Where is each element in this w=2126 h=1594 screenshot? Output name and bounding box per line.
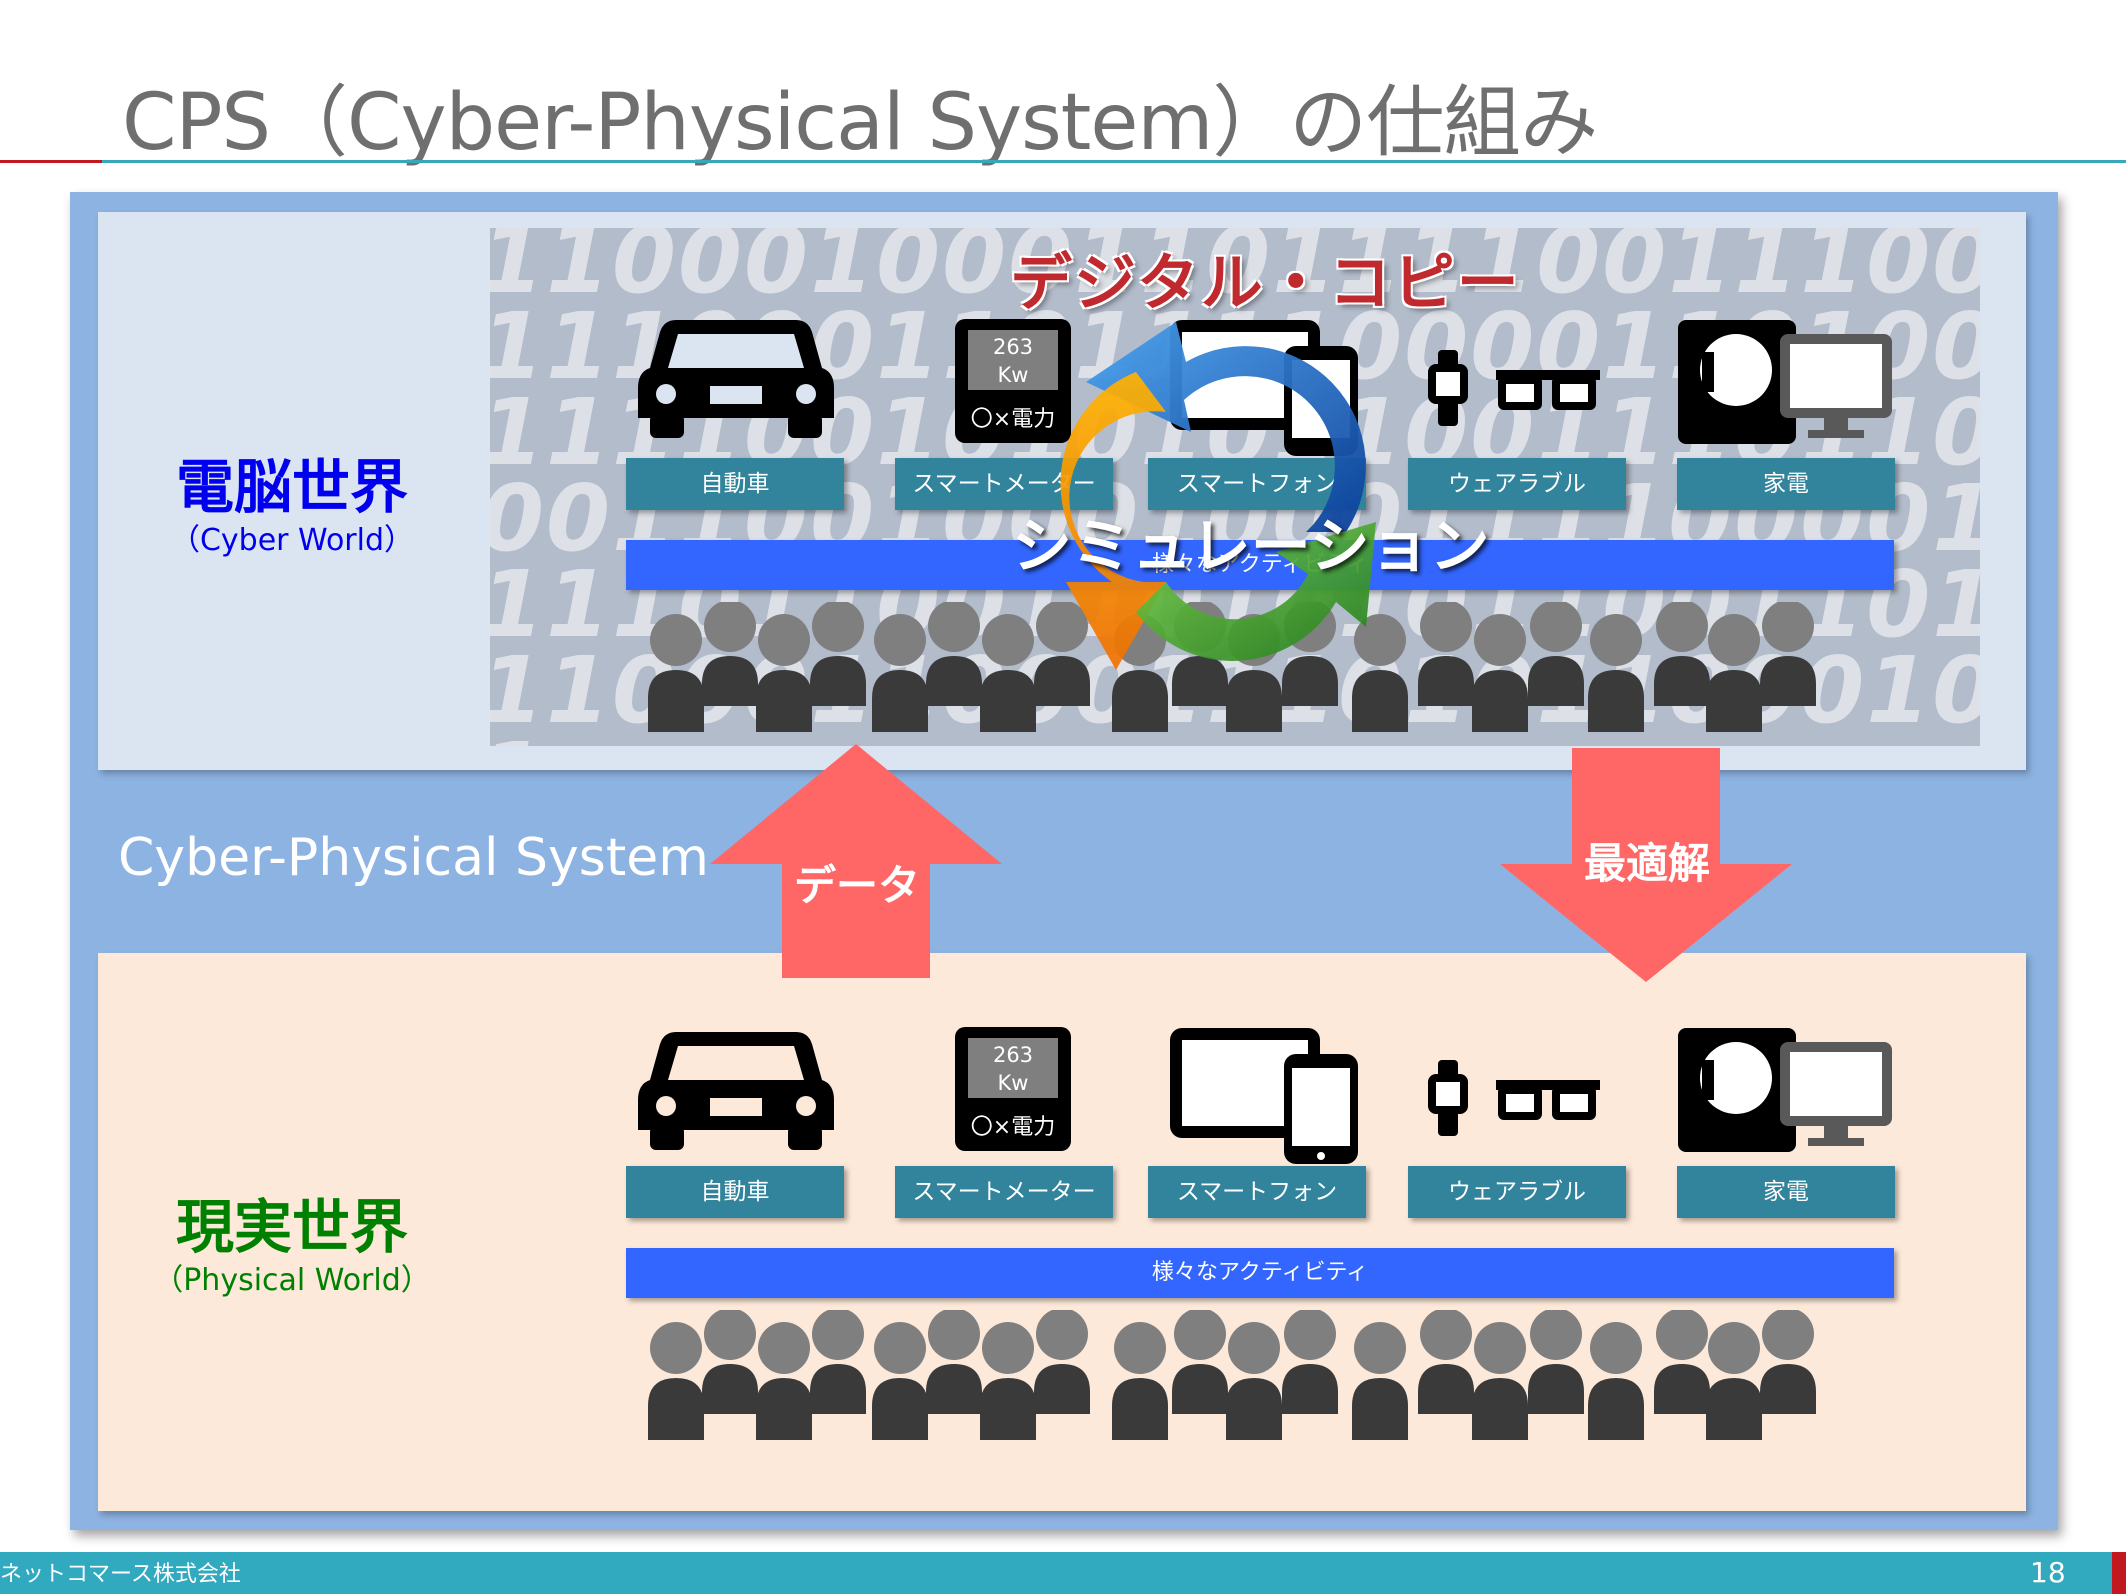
page-number: 18 [2030, 1556, 2066, 1589]
cyber-world-subtitle: （Cyber World） [169, 523, 415, 558]
crowd-icon-cyber [648, 602, 1816, 732]
car-icon [638, 320, 834, 438]
device-label-smartphone: スマートフォン [1148, 1166, 1366, 1218]
cyber-world-title: 電脳世界 [175, 453, 408, 521]
smart-meter-icon: 263 Kw 〇×電力 [955, 319, 1071, 443]
device-label-appliance: 家電 [1677, 1166, 1895, 1218]
wearable-icon [1428, 350, 1600, 426]
appliance-icon [1678, 1028, 1892, 1152]
activity-bar-physical: 様々なアクティビティ [626, 1248, 1894, 1298]
data-arrow-label: データ [794, 861, 921, 910]
device-label-appliance: 家電 [1677, 458, 1895, 510]
meter-caption: 〇×電力 [971, 407, 1055, 432]
device-label-smartphone: スマートフォン [1148, 458, 1366, 510]
physical-world-title: 現実世界 [175, 1193, 408, 1261]
device-label-car: 自動車 [626, 1166, 844, 1218]
device-label-smart-meter: スマートメーター [895, 1166, 1113, 1218]
smart-meter-icon: 263 Kw 〇×電力 [955, 1027, 1071, 1151]
device-label-wearable: ウェアラブル [1408, 458, 1626, 510]
meter-value: 263 [993, 1043, 1033, 1067]
simulation-cycle-icon [1060, 322, 1376, 670]
physical-world-subtitle: （Physical World） [153, 1263, 431, 1298]
title-rule-accent [0, 160, 102, 163]
meter-caption: 〇×電力 [971, 1115, 1055, 1140]
device-label-car: 自動車 [626, 458, 844, 510]
title-rule [102, 160, 2126, 163]
data-up-arrow [710, 744, 1002, 978]
wearable-icon [1428, 1060, 1600, 1136]
meter-unit: Kw [998, 363, 1029, 387]
cps-label: Cyber-Physical System [118, 828, 709, 888]
tablet-phone-icon [1170, 1028, 1358, 1164]
activity-bar-cyber: 様々なアクティビティ [626, 540, 1894, 590]
optimal-down-arrow [1500, 748, 1792, 982]
appliance-icon [1678, 320, 1892, 444]
digital-copy-title: デジタル・コピー [1010, 246, 1521, 319]
meter-unit: Kw [998, 1071, 1029, 1095]
simulation-label: シミュレーション [1012, 512, 1490, 582]
company-name: ネットコマース株式会社 [0, 1562, 241, 1587]
page-title: CPS（Cyber-Physical System）の仕組み [122, 78, 1598, 168]
car-icon [638, 1032, 834, 1150]
optimal-arrow-label: 最適解 [1584, 839, 1711, 888]
footer-accent [2112, 1552, 2126, 1594]
meter-value: 263 [993, 335, 1033, 359]
crowd-icon-physical [648, 1310, 1816, 1440]
footer-bar [0, 1552, 2112, 1594]
device-label-wearable: ウェアラブル [1408, 1166, 1626, 1218]
